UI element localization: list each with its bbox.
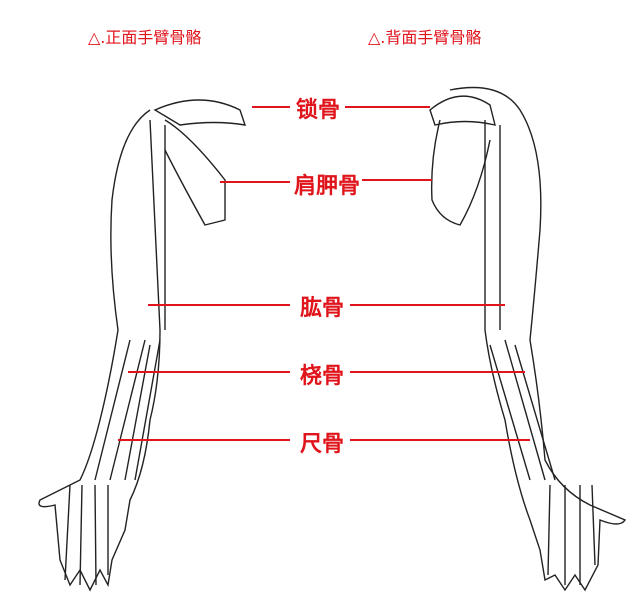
label-humerus: 肱骨 xyxy=(300,296,345,321)
label-ulna: 尺骨 xyxy=(300,432,345,457)
front-arm-drawing xyxy=(38,99,247,592)
label-radius: 桡骨 xyxy=(300,364,345,389)
back-arm-drawing xyxy=(429,86,627,592)
label-scapula: 肩胛骨 xyxy=(294,174,361,199)
label-clavicle: 锁骨 xyxy=(296,98,341,123)
back-title: △.背面手臂骨骼 xyxy=(368,28,482,47)
leader-lines xyxy=(118,106,530,441)
front-title: △.正面手臂骨骼 xyxy=(88,28,202,47)
